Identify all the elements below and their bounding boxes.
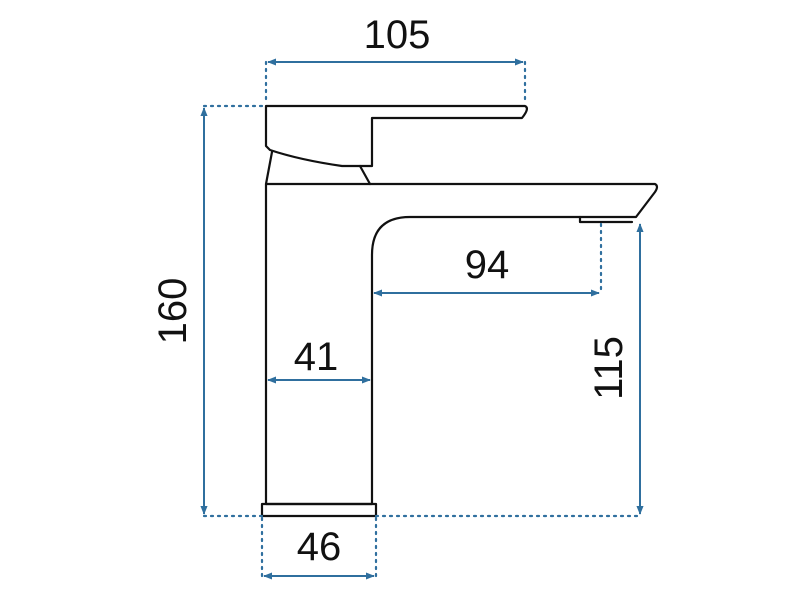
faucet-outline: [260, 104, 659, 518]
dimension-body-width: 41: [267, 335, 371, 384]
dimension-spout-reach: 94: [373, 222, 603, 297]
faucet-body: [264, 182, 659, 506]
aerator: [578, 215, 634, 224]
dimension-overall-height: 160: [151, 104, 266, 518]
dimension-base-width: 46: [260, 516, 378, 580]
label-spout-height: 115: [587, 336, 631, 400]
label-spout-reach: 94: [465, 243, 510, 287]
lever-handle: [264, 104, 529, 168]
handle-neck: [264, 150, 372, 186]
dimension-overall-depth: 105: [264, 13, 527, 106]
label-body-width: 41: [294, 335, 339, 379]
label-overall-height: 160: [151, 278, 195, 345]
faucet-base: [260, 502, 378, 518]
dimension-spout-height: 115: [374, 223, 644, 518]
label-overall-depth: 105: [364, 13, 431, 57]
label-base-width: 46: [297, 525, 342, 569]
